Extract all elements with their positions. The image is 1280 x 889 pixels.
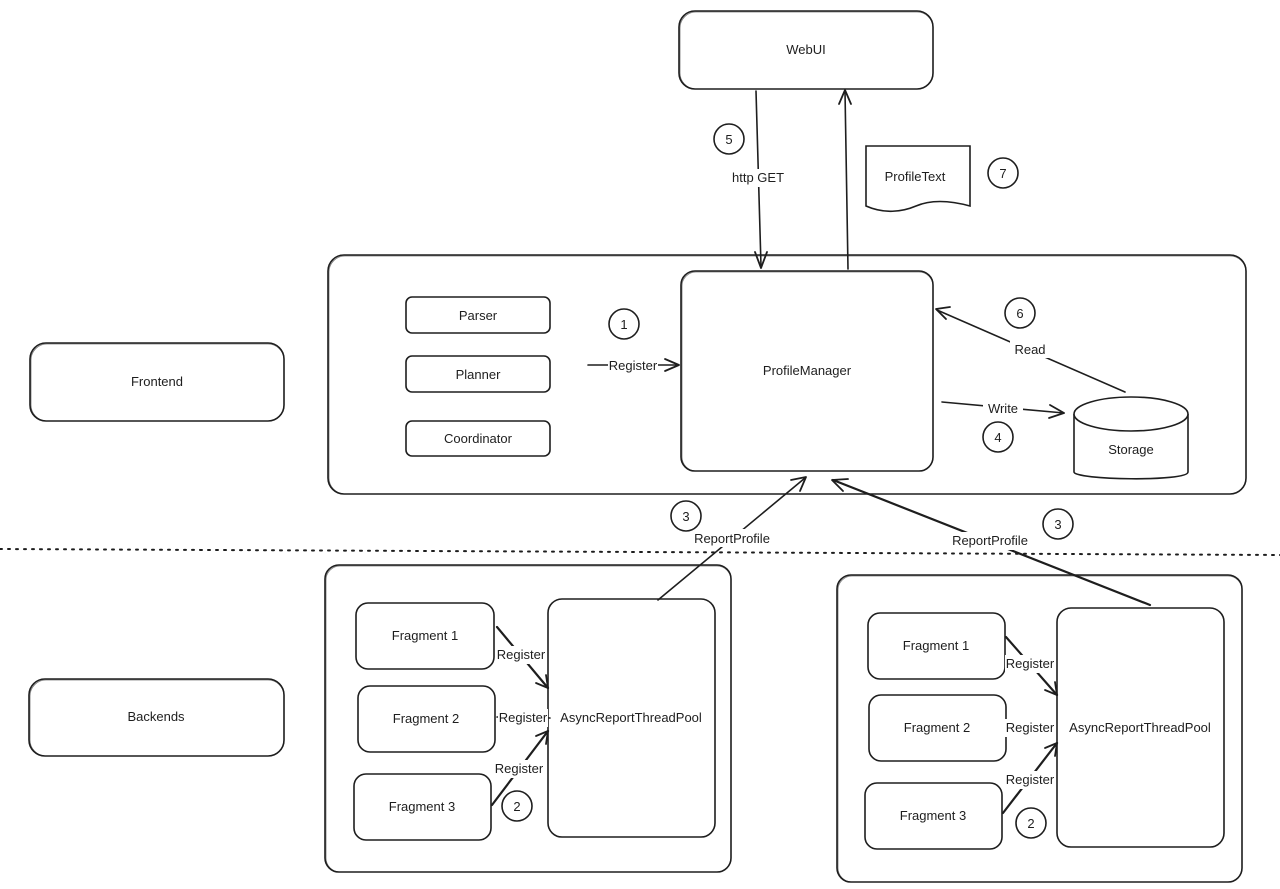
backends-label: Backends xyxy=(127,709,185,724)
edge-report-right: ReportProfile xyxy=(831,478,1152,607)
left-register3-label: Register xyxy=(495,761,544,776)
left-fragment2-label: Fragment 2 xyxy=(393,711,459,726)
profile-text-label: ProfileText xyxy=(885,169,946,184)
left-fragment3-label: Fragment 3 xyxy=(389,799,455,814)
right-fragment3-label: Fragment 3 xyxy=(900,808,966,823)
report-right-label: ReportProfile xyxy=(952,533,1028,548)
step-7-badge: 7 xyxy=(987,157,1019,189)
left-fragment1-node: Fragment 1 xyxy=(355,602,495,670)
right-register2-label: Register xyxy=(1006,720,1055,735)
right-fragment3-node: Fragment 3 xyxy=(864,782,1003,850)
profile-manager-node: ProfileManager xyxy=(680,270,934,472)
parser-node: Parser xyxy=(405,296,551,334)
planner-label: Planner xyxy=(456,367,501,382)
edge-left-register3: Register xyxy=(490,729,550,807)
parser-label: Parser xyxy=(459,308,498,323)
svg-text:2: 2 xyxy=(513,799,520,814)
planner-node: Planner xyxy=(405,355,551,393)
edge-right-register1: Register xyxy=(1004,635,1059,697)
read-label: Read xyxy=(1014,342,1045,357)
edge-write: Write xyxy=(941,399,1065,419)
webui-node: WebUI xyxy=(678,10,934,90)
http-get-label: http GET xyxy=(732,170,784,185)
right-pool-label: AsyncReportThreadPool xyxy=(1069,720,1211,735)
left-register2-label: Register xyxy=(499,710,548,725)
edge-left-register1: Register xyxy=(495,625,550,690)
svg-text:4: 4 xyxy=(994,430,1001,445)
left-fragment2-node: Fragment 2 xyxy=(357,685,496,753)
right-register3-label: Register xyxy=(1006,772,1055,787)
left-pool-label: AsyncReportThreadPool xyxy=(560,710,702,725)
frontend-label: Frontend xyxy=(131,374,183,389)
storage-node: Storage xyxy=(1073,396,1189,480)
right-fragment1-node: Fragment 1 xyxy=(867,612,1006,680)
step-2-right-badge: 2 xyxy=(1015,807,1047,839)
frontend-label-box: Frontend xyxy=(29,342,285,422)
right-fragment2-label: Fragment 2 xyxy=(904,720,970,735)
edge-http-get: http GET xyxy=(730,90,788,269)
step-1-badge: 1 xyxy=(608,308,640,340)
edge-read: Read xyxy=(935,306,1126,393)
right-pool-node: AsyncReportThreadPool xyxy=(1056,607,1225,848)
edge-register-frontend: Register xyxy=(587,356,680,374)
step-3-left-badge: 3 xyxy=(670,500,702,532)
webui-label: WebUI xyxy=(786,42,826,57)
left-fragment3-node: Fragment 3 xyxy=(353,773,492,841)
svg-text:2: 2 xyxy=(1027,816,1034,831)
right-fragment2-node: Fragment 2 xyxy=(868,694,1007,762)
register-frontend-label: Register xyxy=(609,358,658,373)
coordinator-node: Coordinator xyxy=(405,420,551,457)
left-pool-node: AsyncReportThreadPool xyxy=(547,598,716,838)
svg-text:1: 1 xyxy=(620,317,627,332)
edge-report-left: ReportProfile xyxy=(657,476,807,601)
svg-text:3: 3 xyxy=(682,509,689,524)
step-2-left-badge: 2 xyxy=(501,790,533,822)
step-4-badge: 4 xyxy=(982,421,1014,453)
svg-text:7: 7 xyxy=(999,166,1006,181)
write-label: Write xyxy=(988,401,1018,416)
separator-line xyxy=(0,548,1280,556)
step-3-right-badge: 3 xyxy=(1042,508,1074,540)
storage-label: Storage xyxy=(1108,442,1154,457)
step-5-badge: 5 xyxy=(713,123,745,155)
svg-text:6: 6 xyxy=(1016,306,1023,321)
svg-text:3: 3 xyxy=(1054,517,1061,532)
right-register1-label: Register xyxy=(1006,656,1055,671)
edge-right-register3: Register xyxy=(1001,741,1059,815)
coordinator-label: Coordinator xyxy=(444,431,513,446)
svg-text:5: 5 xyxy=(725,132,732,147)
profile-manager-label: ProfileManager xyxy=(763,363,852,378)
right-fragment1-label: Fragment 1 xyxy=(903,638,969,653)
edge-right-register2: Register xyxy=(1005,719,1055,737)
step-6-badge: 6 xyxy=(1004,297,1036,329)
edge-left-register2: Register xyxy=(496,709,551,727)
edge-profile-to-webui xyxy=(838,89,852,270)
profile-text-node: ProfileText xyxy=(865,145,971,213)
backends-label-box: Backends xyxy=(28,678,285,757)
left-register1-label: Register xyxy=(497,647,546,662)
report-left-label: ReportProfile xyxy=(694,531,770,546)
left-fragment1-label: Fragment 1 xyxy=(392,628,458,643)
